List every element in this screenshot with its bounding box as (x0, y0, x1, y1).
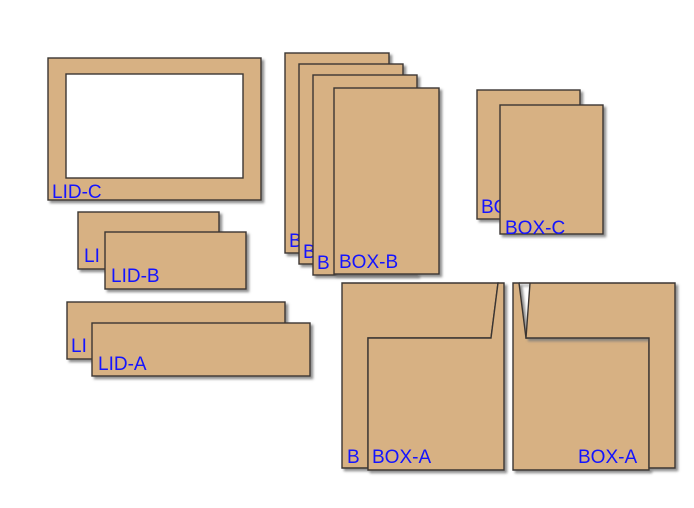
part-lid-c[interactable] (47, 57, 262, 201)
box-b-4-label: BOX-B (339, 252, 398, 273)
lid-b-front-label: LID-B (111, 266, 160, 287)
box-a-left-front-poly (367, 282, 505, 471)
box-c-front-label: BOX-C (505, 218, 565, 239)
part-box-c-front[interactable] (499, 104, 604, 235)
lid-b-back-label: LI (84, 246, 100, 267)
lid-a-front-rect (91, 322, 311, 377)
part-lid-a-front[interactable] (91, 322, 311, 377)
part-box-a-right-front[interactable] (519, 282, 676, 469)
part-box-a-left-front[interactable] (367, 282, 505, 471)
box-a-left-front-label: BOX-A (372, 447, 431, 468)
lid-c-window (65, 73, 244, 179)
part-box-b-4[interactable] (333, 87, 440, 275)
box-a-right-front-label: BOX-A (578, 447, 637, 468)
part-lid-b-front[interactable] (104, 231, 247, 290)
box-b-3-label: B (317, 253, 330, 274)
lid-b-front-rect (104, 231, 247, 290)
lid-a-back-label: LI (71, 336, 87, 357)
box-a-left-back-label: B (347, 447, 360, 468)
box-a-right-front-poly (519, 282, 676, 469)
lid-c-label: LID-C (52, 182, 102, 203)
box-b-4-rect (333, 87, 440, 275)
box-c-front-rect (499, 104, 604, 235)
lid-a-front-label: LID-A (98, 354, 147, 375)
